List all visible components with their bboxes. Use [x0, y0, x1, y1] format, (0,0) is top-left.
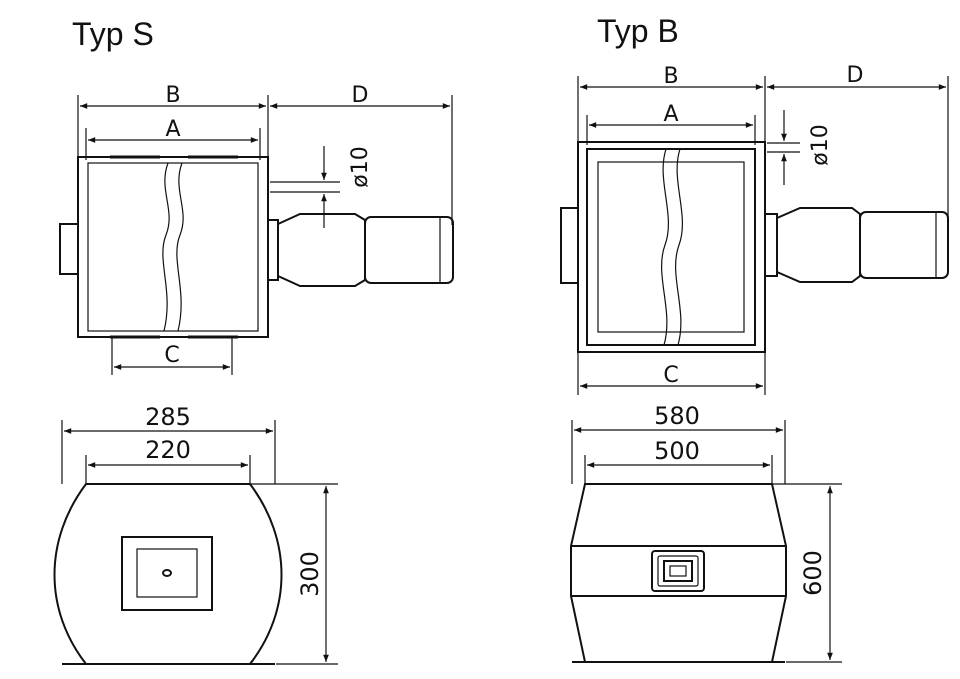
typ-s-break-line-left — [162, 162, 170, 332]
typ-b-gearbox — [776, 207, 861, 283]
typ-b-height: 600 — [799, 550, 827, 596]
typ-s-top-view: B A D C — [59, 83, 454, 375]
typ-b-dim-b-label: B — [663, 64, 678, 89]
typ-b-housing-outline — [577, 141, 766, 353]
typ-b-width-inner: 500 — [654, 437, 700, 465]
typ-b-break-line-left — [661, 148, 669, 346]
typ-s-gearbox — [277, 213, 366, 287]
typ-s-inspection-window — [121, 536, 213, 611]
typ-b-left-stub — [560, 207, 579, 284]
typ-b-break-line-right — [675, 148, 683, 346]
typ-s-front-view: 285 220 300 — [53, 403, 338, 665]
typ-b-dim-a-label: A — [663, 102, 678, 127]
typ-b-diameter-label: ø10 — [808, 124, 833, 165]
typ-s-left-stub — [59, 223, 79, 275]
typ-s-housing-outline — [77, 156, 269, 338]
typ-s-diameter-label: ø10 — [348, 146, 373, 187]
typ-s-height: 300 — [296, 551, 324, 597]
typ-s-motor — [364, 216, 454, 284]
typ-b-body — [570, 483, 787, 663]
typ-b-dim-c-label: C — [663, 363, 678, 388]
typ-s-break-line-right — [176, 162, 184, 332]
typ-s-barrel-body — [53, 483, 283, 665]
typ-b-front-view: 580 500 600 — [570, 402, 842, 663]
typ-b-inspection-window — [651, 550, 705, 592]
typ-b-title: Typ B — [597, 13, 679, 49]
typ-b-top-view: B D A C ø10 — [560, 63, 949, 395]
typ-s-dim-c-label: C — [164, 343, 179, 368]
typ-b-width-outer: 580 — [654, 402, 700, 430]
typ-s-width-inner: 220 — [145, 436, 191, 464]
typ-s-dim-b-label: B — [165, 83, 180, 108]
typ-s-dim-a-label: A — [165, 117, 180, 142]
typ-s-title: Typ S — [72, 16, 154, 52]
typ-s-width-outer: 285 — [145, 403, 191, 431]
typ-s-dim-d-label: D — [352, 83, 369, 108]
typ-b-motor — [859, 211, 949, 279]
typ-b-dim-d-label: D — [847, 63, 864, 88]
